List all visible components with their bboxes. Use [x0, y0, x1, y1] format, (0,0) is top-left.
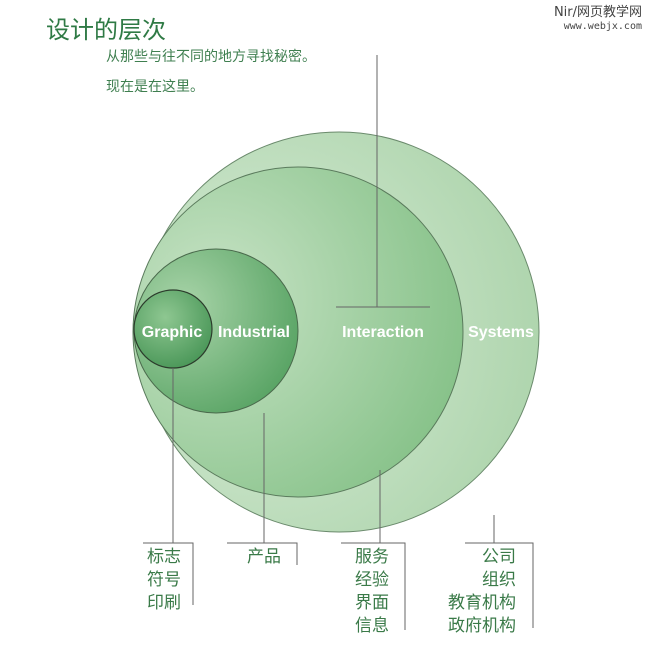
- item: 服务: [355, 547, 389, 567]
- watermark: Nir/网页教学网 www.webjx.com: [554, 6, 642, 34]
- interaction-items: 服务 经验 界面 信息: [355, 546, 389, 638]
- item: 标志: [147, 547, 181, 567]
- watermark-line1: Nir/网页教学网: [553, 5, 642, 20]
- item: 经验: [355, 570, 389, 590]
- interaction-connector: [341, 470, 406, 630]
- item: 界面: [355, 593, 389, 613]
- graphic-items: 标志 符号 印刷: [147, 546, 181, 615]
- item: 产品: [247, 547, 281, 567]
- graphic-label: Graphic: [142, 324, 203, 341]
- interaction-label: Interaction: [342, 324, 424, 341]
- item: 信息: [355, 616, 389, 636]
- industrial-label: Industrial: [218, 324, 290, 341]
- item: 教育机构: [448, 593, 516, 613]
- subtitle-line-2: 现在是在这里。: [106, 79, 204, 95]
- item: 政府机构: [448, 616, 516, 636]
- industrial-items: 产品: [247, 546, 281, 569]
- connector-lines: [143, 55, 534, 630]
- item: 符号: [147, 570, 181, 590]
- watermark-line2: www.webjx.com: [563, 21, 642, 32]
- systems-label: Systems: [468, 324, 534, 341]
- industrial-connector: [227, 413, 298, 565]
- item: 印刷: [147, 593, 181, 613]
- item: 公司: [482, 547, 516, 567]
- item: 组织: [482, 570, 516, 590]
- systems-connector: [465, 515, 534, 628]
- subtitle-connector: [336, 55, 430, 308]
- subtitle-line-1: 从那些与往不同的地方寻找秘密。: [106, 49, 316, 65]
- graphic-connector: [143, 368, 194, 605]
- page-title: 设计的层次: [46, 16, 166, 44]
- systems-items: 公司 组织 教育机构 政府机构: [448, 546, 516, 638]
